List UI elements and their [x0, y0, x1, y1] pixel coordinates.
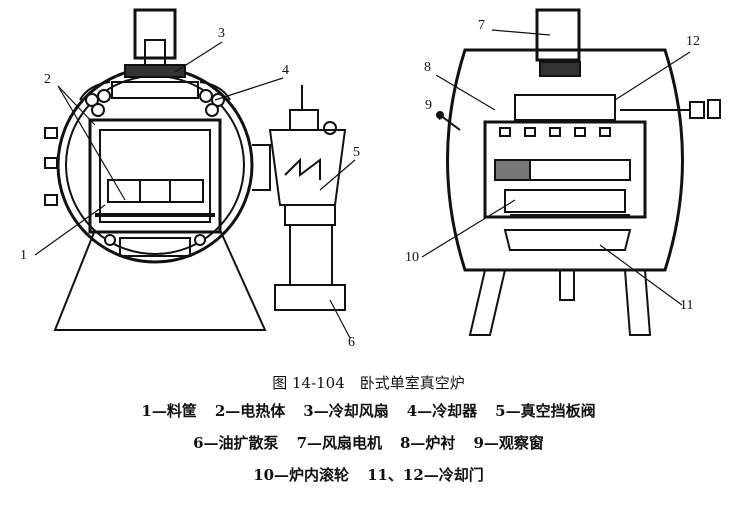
legend-item: 2—电热体	[214, 402, 286, 420]
label-8: 8	[424, 60, 431, 75]
legend-item: 6—油扩散泵	[193, 434, 279, 452]
legend-item: 7—风扇电机	[296, 434, 382, 452]
label-2: 2	[44, 72, 51, 87]
furnace-drawing	[34, 8, 721, 339]
legend-item: 4—冷却器	[406, 402, 478, 420]
legend-item: 1—料筐	[141, 402, 197, 420]
label-5: 5	[353, 145, 360, 160]
label-11: 11	[680, 298, 694, 313]
legend-item: 9—观察窗	[473, 434, 544, 452]
legend-item: 10—炉内滚轮	[253, 466, 350, 484]
label-4: 4	[282, 63, 289, 78]
label-7: 7	[478, 18, 485, 33]
label-6: 6	[348, 335, 355, 350]
legend-item: 3—冷却风扇	[303, 402, 389, 420]
leader-lines	[34, 29, 691, 339]
front-view	[44, 8, 347, 331]
legend-line-1: 1—料筐 2—电热体 3—冷却风扇 4—冷却器 5—真空挡板阀	[0, 400, 737, 421]
legend-line-2: 6—油扩散泵 7—风扇电机 8—炉衬 9—观察窗	[0, 432, 737, 453]
legend-item: 5—真空挡板阀	[495, 402, 596, 420]
label-12: 12	[686, 34, 700, 49]
label-10: 10	[405, 250, 419, 265]
side-view	[436, 8, 721, 336]
label-9: 9	[425, 98, 432, 113]
legend-item: 11、12—冷却门	[367, 466, 484, 484]
label-1: 1	[20, 248, 27, 263]
legend-line-3: 10—炉内滚轮 11、12—冷却门	[0, 464, 737, 485]
legend-item: 8—炉衬	[400, 434, 456, 452]
label-3: 3	[218, 26, 225, 41]
figure-title: 图 14-104 卧式单室真空炉	[272, 374, 465, 392]
